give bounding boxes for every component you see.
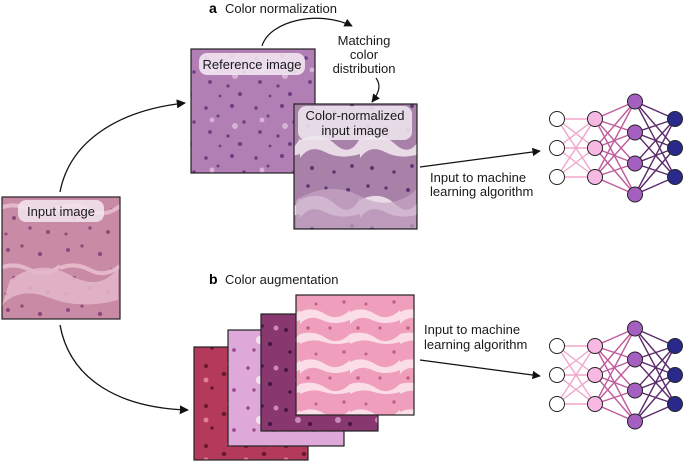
network-node xyxy=(667,367,683,383)
network-edge xyxy=(634,345,676,422)
network-edge xyxy=(594,328,636,405)
network-node xyxy=(549,140,565,156)
normalized-image: Color-normalized input image xyxy=(293,103,418,230)
network-node xyxy=(627,382,643,399)
network-node xyxy=(587,111,603,127)
network-edge xyxy=(594,328,636,376)
network-node xyxy=(549,169,565,185)
reference-image-label: Reference image xyxy=(203,57,302,72)
network-edge xyxy=(634,328,676,405)
network-edge xyxy=(556,345,596,405)
ml-label-a: Input to machine learning algorithm xyxy=(430,170,533,199)
svg-text:color: color xyxy=(350,47,379,62)
network-edge xyxy=(634,118,676,195)
svg-text:Input to machine: Input to machine xyxy=(424,322,520,337)
input-image: Input image xyxy=(1,196,121,320)
network-edge xyxy=(594,345,636,422)
augmented-images xyxy=(193,294,415,461)
network-node xyxy=(587,367,603,383)
svg-text:learning algorithm: learning algorithm xyxy=(424,337,527,352)
network-node xyxy=(549,367,565,383)
network-edge xyxy=(594,359,636,405)
network-edge xyxy=(594,345,636,391)
network-node xyxy=(667,140,683,156)
network-edge xyxy=(634,101,676,149)
network-edge xyxy=(556,118,596,178)
panel-a-letter: a xyxy=(209,0,217,16)
network-edge xyxy=(634,132,676,178)
matching-text: Matching color distribution xyxy=(333,33,396,76)
arrow-ref-to-matching xyxy=(261,17,353,47)
network-node xyxy=(627,351,643,368)
network-node xyxy=(587,169,603,185)
network-edge xyxy=(594,101,636,178)
network-node xyxy=(667,169,683,185)
panel-a-title: Color normalization xyxy=(225,1,337,16)
network-node xyxy=(549,338,565,354)
arrow-to-augmentation xyxy=(59,324,189,415)
network-edge xyxy=(594,118,636,164)
network-node xyxy=(627,320,643,337)
svg-text:Input to machine: Input to machine xyxy=(430,170,526,185)
input-image-label: Input image xyxy=(27,204,95,219)
network-node xyxy=(627,186,643,203)
arrow-to-network-a xyxy=(419,147,541,168)
arrow-to-reference xyxy=(59,99,186,193)
svg-text:Matching: Matching xyxy=(338,33,391,48)
network-node xyxy=(587,338,603,354)
arrow-to-network-b xyxy=(419,359,541,380)
normalized-label-line2: input image xyxy=(321,123,388,138)
network-edge xyxy=(594,118,636,195)
panel-b-title: Color augmentation xyxy=(225,272,338,287)
network-node xyxy=(627,93,643,110)
network-node xyxy=(587,140,603,156)
network-edge xyxy=(594,132,636,178)
network-edge xyxy=(594,147,636,195)
network-node xyxy=(549,111,565,127)
network-node xyxy=(667,396,683,412)
network-edge xyxy=(634,328,676,376)
svg-text:learning algorithm: learning algorithm xyxy=(430,184,533,199)
neural-network-a xyxy=(549,93,683,203)
network-edge xyxy=(634,147,676,195)
network-edge xyxy=(634,345,676,391)
network-edge xyxy=(594,374,636,422)
network-node xyxy=(627,124,643,141)
neural-network-b xyxy=(549,320,683,430)
network-node xyxy=(667,111,683,127)
network-node xyxy=(549,396,565,412)
network-edge xyxy=(634,101,676,178)
augmented-image-4 xyxy=(295,294,415,416)
network-edge xyxy=(634,118,676,164)
network-node xyxy=(627,413,643,430)
network-edge xyxy=(594,101,636,149)
network-edge xyxy=(634,374,676,422)
panel-b-letter: b xyxy=(209,271,218,287)
ml-label-b: Input to machine learning algorithm xyxy=(424,322,527,352)
arrow-matching-to-normalized xyxy=(371,77,380,103)
network-node xyxy=(587,396,603,412)
network-node xyxy=(667,338,683,354)
network-edge xyxy=(634,359,676,405)
network-node xyxy=(627,155,643,172)
svg-text:distribution: distribution xyxy=(333,61,396,76)
normalized-label-line1: Color-normalized xyxy=(306,108,405,123)
